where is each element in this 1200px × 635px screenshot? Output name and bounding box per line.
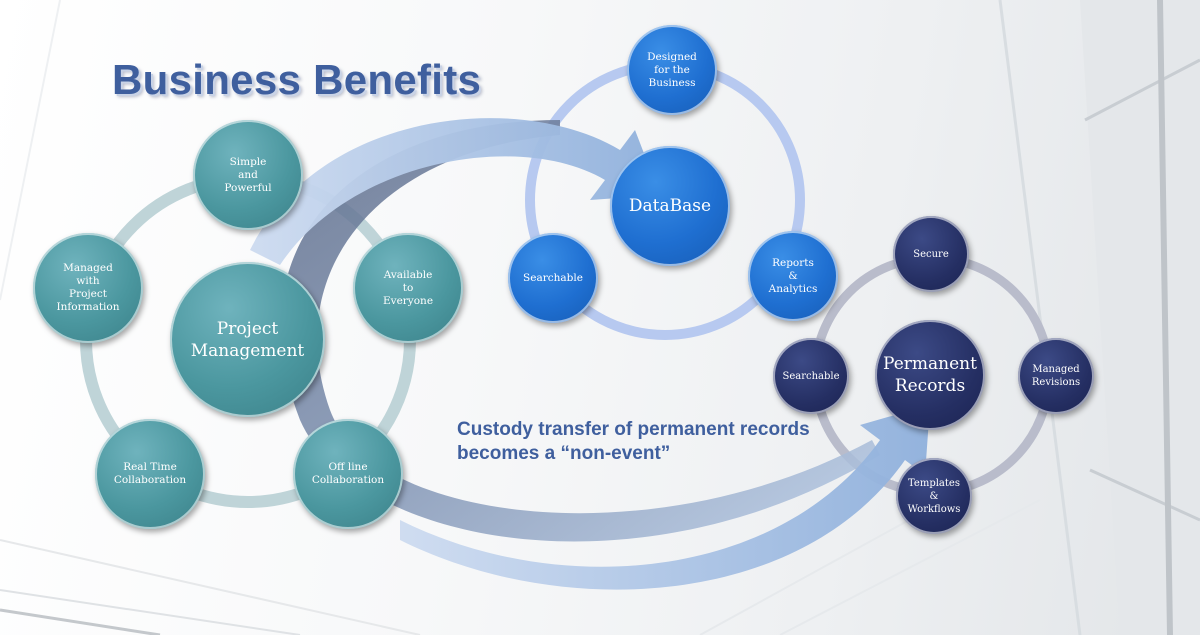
reports-and-analytics-node: Reports & Analytics	[748, 231, 838, 321]
secure-node: Secure	[893, 216, 969, 292]
available-to-everyone-node: Available to Everyone	[353, 233, 463, 343]
records-searchable-node: Searchable	[773, 338, 849, 414]
arrow-to-records	[400, 405, 930, 590]
simple-and-powerful-node: Simple and Powerful	[193, 120, 303, 230]
database-searchable-node: Searchable	[508, 233, 598, 323]
real-time-collaboration-node: Real Time Collaboration	[95, 419, 205, 529]
designed-for-the-business-node: Designed for the Business	[627, 25, 717, 115]
permanent-records-node: Permanent Records	[875, 320, 985, 430]
project-management-node: Project Management	[170, 262, 325, 417]
database-node: DataBase	[610, 146, 730, 266]
managed-with-project-information-node: Managed with Project Information	[33, 233, 143, 343]
custody-transfer-caption: Custody transfer of permanent records be…	[457, 419, 810, 464]
offline-collaboration-node: Off line Collaboration	[293, 419, 403, 529]
arrow-to-database	[250, 118, 660, 265]
managed-revisions-node: Managed Revisions	[1018, 338, 1094, 414]
templates-and-workflows-node: Templates & Workflows	[896, 458, 972, 534]
page-title: Business Benefits	[112, 56, 482, 103]
